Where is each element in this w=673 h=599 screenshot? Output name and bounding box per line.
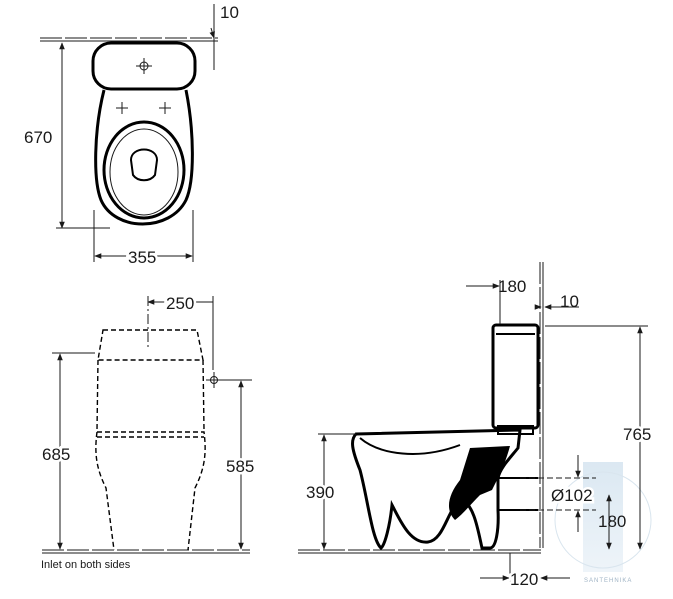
bowl-opening — [109, 128, 179, 216]
cistern-top — [91, 41, 197, 91]
front-view: 250 685 585 Inlet on both sides — [40, 292, 257, 572]
bowl-side — [351, 428, 522, 550]
flush-button-icon — [136, 58, 152, 74]
cistern-front — [97, 329, 204, 361]
dim-top-gap: 10 — [220, 3, 239, 22]
dim-top-depth: 670 — [24, 128, 52, 147]
dim-front-height: 685 — [42, 445, 70, 464]
watermark: SANTEHNIKA — [554, 462, 652, 584]
seat-ring — [102, 120, 186, 220]
watermark-text: SANTEHNIKA — [584, 578, 632, 584]
dim-side-wall-gap: 10 — [560, 292, 579, 311]
bowl-top — [94, 89, 194, 226]
dim-side-outlet-offset: 120 — [510, 570, 538, 589]
watermark-ring — [554, 471, 652, 569]
top-view: 10 670 355 — [24, 3, 239, 270]
note-inlet: Inlet on both sides — [41, 559, 131, 571]
fixing-hole-left-icon — [116, 102, 128, 114]
watermark-block — [583, 462, 623, 572]
fixing-hole-right-icon — [159, 102, 171, 114]
dim-front-inlet-offset: 250 — [166, 294, 194, 313]
dim-side-total-height: 765 — [623, 425, 651, 444]
bowl-front — [95, 431, 206, 551]
side-view: 180 10 765 390 Ø102 180 120 — [298, 262, 654, 592]
trap-fill — [448, 446, 510, 520]
dim-side-seat-height: 390 — [306, 483, 334, 502]
dim-side-outlet-height: 180 — [598, 512, 626, 531]
dim-front-inlet-height: 585 — [226, 457, 254, 476]
water-area — [129, 148, 159, 182]
dim-side-cistern-depth: 180 — [498, 277, 526, 296]
dim-side-outlet-diameter: Ø102 — [551, 486, 593, 505]
dim-top-width: 355 — [128, 248, 156, 267]
cistern-side — [491, 323, 540, 430]
inlet-icon — [206, 372, 222, 388]
